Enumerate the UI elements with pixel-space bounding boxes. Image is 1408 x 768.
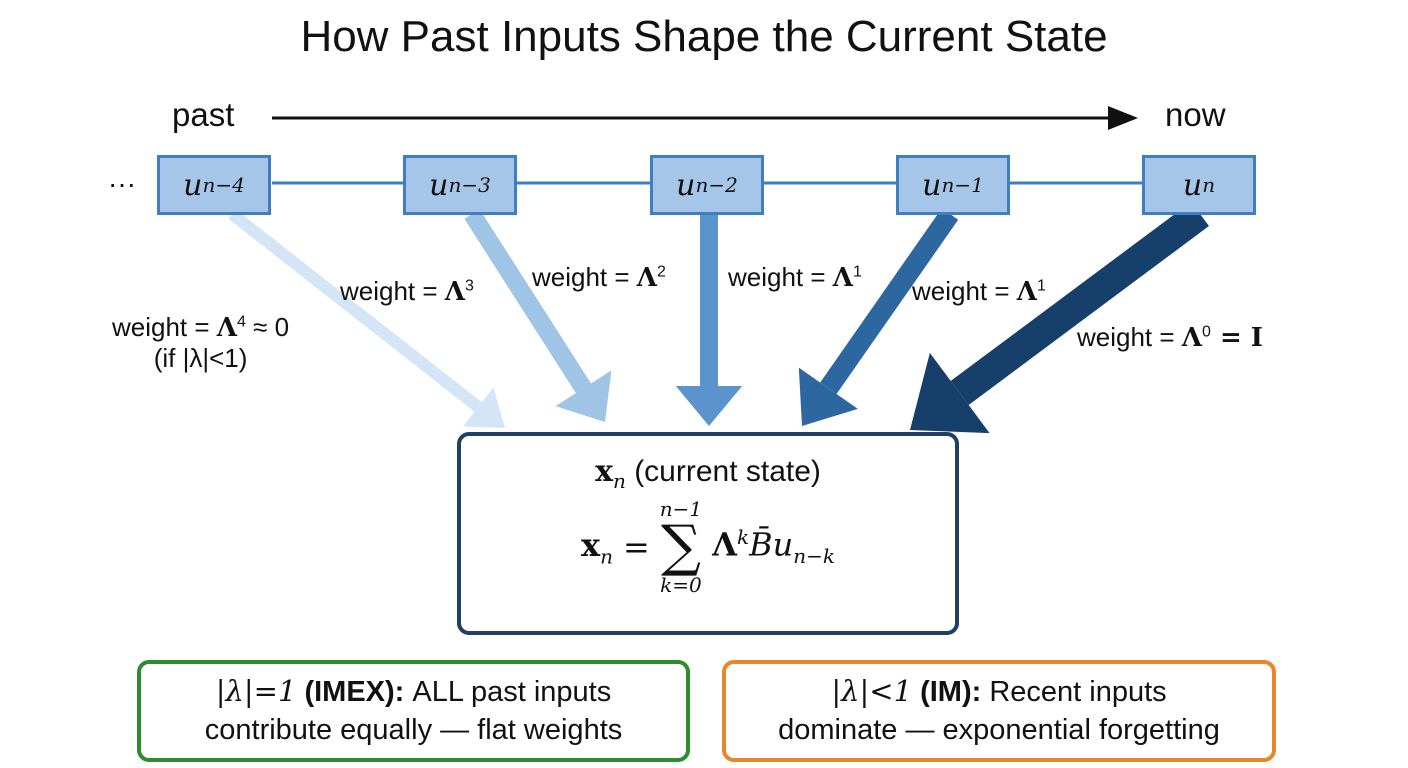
state-heading: xn (current state) <box>595 454 821 493</box>
current-state-box: xn (current state) xn = n−1∑k=0 ΛkB̄un−k <box>457 432 959 635</box>
weight-arrow-head <box>798 367 858 426</box>
weight-arrow-head <box>462 387 505 428</box>
weight-label-1a: weight = Λ1 <box>728 262 862 293</box>
weight-label-1b: weight = Λ1 <box>912 276 1046 307</box>
weight-arrow-shaft <box>950 201 1209 405</box>
weight-label-0: weight = Λ0 = I <box>1077 322 1263 353</box>
summation: n−1∑k=0 <box>659 497 703 597</box>
weight-arrow-shaft <box>820 208 959 395</box>
weight-label-3: weight = Λ3 <box>340 276 474 307</box>
weight-note: (if |λ|<1) <box>153 343 248 373</box>
weight-arrow-head <box>910 352 990 434</box>
weight-arrow-head <box>675 386 743 426</box>
imex-note-box: |λ|=1 (IMEX): ALL past inputs contribute… <box>137 660 690 762</box>
weight-label-4: weight = Λ4 ≈ 0 (if |λ|<1) <box>112 312 290 373</box>
diagram-title: How Past Inputs Shape the Current State <box>300 12 1108 61</box>
weight-arrow-shaft <box>464 209 592 394</box>
now-label: now <box>1165 96 1226 133</box>
weight-arrow-head <box>555 370 612 422</box>
ellipsis: ··· <box>108 168 136 199</box>
state-equation: xn = n−1∑k=0 ΛkB̄un−k <box>581 497 835 597</box>
weight-arrow-shaft <box>228 209 482 412</box>
weight-label-2: weight = Λ2 <box>532 262 666 293</box>
past-label: past <box>172 96 235 133</box>
im-note-box: |λ|<1 (IM): Recent inputs dominate — exp… <box>722 660 1276 762</box>
